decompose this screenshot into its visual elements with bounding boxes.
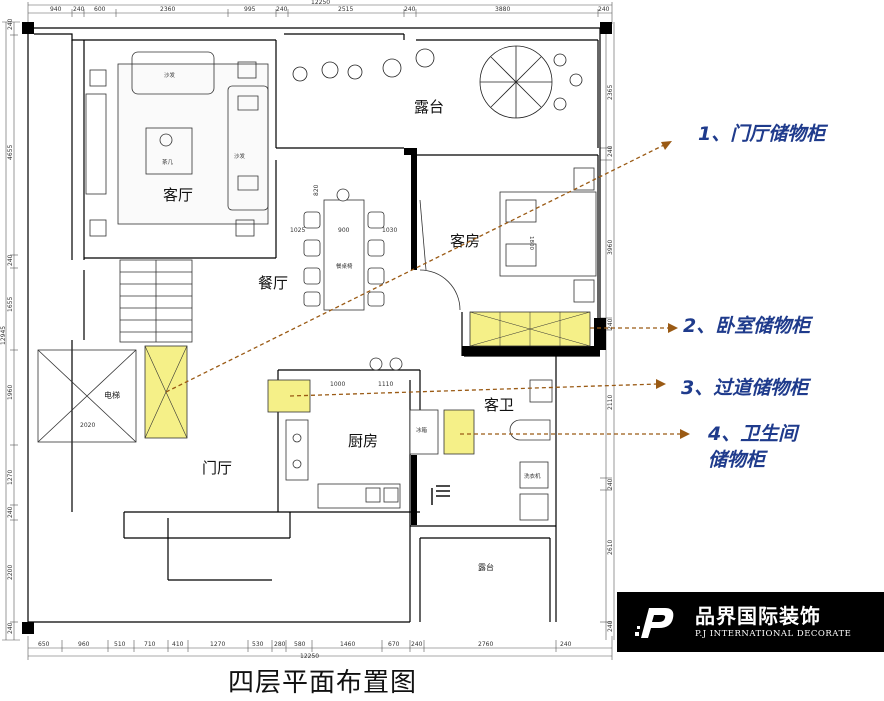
- terrace-decor: [292, 45, 583, 119]
- elevator: [37, 349, 137, 443]
- dim-dining-1: 900: [338, 227, 350, 234]
- stairs: [119, 259, 193, 343]
- dim-bottom-8: 580: [294, 641, 306, 648]
- dim-top-3: 2360: [160, 6, 175, 13]
- dim-right-7: 240: [607, 620, 614, 632]
- dim-bottom-4: 410: [172, 641, 184, 648]
- dim-top-4: 995: [244, 6, 256, 13]
- room-terrace-top: 露台: [414, 98, 444, 116]
- dim-dining-h: 820: [313, 184, 320, 196]
- arrowheads: [656, 141, 690, 439]
- dim-left-total: 12945: [0, 326, 7, 345]
- dim-bottom-5: 1270: [210, 641, 225, 648]
- guest-room-bed: [419, 167, 597, 303]
- room-living: 客厅: [163, 186, 193, 204]
- dim-top-6: 2515: [338, 6, 353, 13]
- annotation-bathroom-storage: 4、卫生间: [708, 423, 798, 445]
- label-fridge: 冰箱: [416, 426, 428, 434]
- dim-top-9: 240: [598, 6, 610, 13]
- dining-furniture: [303, 188, 385, 311]
- annotation-bathroom-storage-line2: 储物柜: [708, 449, 766, 471]
- dim-dining-2: 1030: [382, 227, 397, 234]
- dim-left-3: 1655: [7, 297, 14, 312]
- dim-top-7: 240: [404, 6, 416, 13]
- logo-subtitle: P.J INTERNATIONAL DECORATE: [695, 629, 852, 639]
- left-dimensions: [2, 21, 20, 641]
- annotation-corridor-storage: 3、过道储物柜: [681, 377, 809, 399]
- company-logo: 品界国际装饰 P.J INTERNATIONAL DECORATE: [617, 592, 884, 652]
- dim-left-4: 1960: [7, 385, 14, 400]
- room-guest-bath: 客卫: [484, 396, 514, 414]
- dim-top-8: 3880: [495, 6, 510, 13]
- dim-bottom-11: 240: [411, 641, 423, 648]
- dim-right-0: 2365: [607, 85, 614, 100]
- dim-bottom-7: 280: [274, 641, 286, 648]
- dim-bottom-total: 12250: [300, 653, 319, 660]
- dim-left-7: 2200: [7, 565, 14, 580]
- dim-bottom-1: 960: [78, 641, 90, 648]
- dim-kitchen-0: 1000: [330, 381, 345, 388]
- label-sofa-side: 沙发: [234, 152, 246, 160]
- dim-right-2: 3960: [607, 240, 614, 255]
- door-swing: [419, 269, 461, 311]
- label-dining-table: 餐桌椅: [336, 262, 353, 270]
- structural-columns: [22, 22, 612, 634]
- dim-bottom-13: 240: [560, 641, 572, 648]
- room-kitchen: 厨房: [348, 432, 378, 450]
- dim-top-1: 240: [73, 6, 85, 13]
- room-terrace-bottom: 露台: [478, 562, 494, 572]
- storage-bedroom: [469, 311, 591, 347]
- storage-bathroom: [443, 409, 475, 455]
- room-dining: 餐厅: [258, 274, 288, 292]
- kitchen-furniture: [285, 357, 439, 509]
- label-washer: 洗衣机: [524, 472, 541, 480]
- room-elevator: 电梯: [104, 390, 120, 400]
- bathroom-fixtures: [509, 379, 553, 521]
- dim-bottom-10: 670: [388, 641, 400, 648]
- annotation-foyer-storage: 1、门厅储物柜: [698, 123, 826, 145]
- dim-left-0: 240: [7, 18, 14, 30]
- dim-left-2: 240: [7, 254, 14, 266]
- bottom-dimensions: [27, 636, 613, 660]
- dim-kitchen-1: 1110: [378, 381, 393, 388]
- dim-left-5: 1270: [7, 470, 14, 485]
- dim-top-2: 600: [94, 6, 106, 13]
- top-dimensions: [27, 2, 613, 24]
- dim-top-0: 940: [50, 6, 62, 13]
- dim-top-total: 12250: [311, 0, 330, 6]
- dim-bottom-2: 510: [114, 641, 126, 648]
- floor-drain: [431, 485, 450, 505]
- dim-bottom-0: 650: [38, 641, 50, 648]
- label-sofa-top: 沙发: [164, 71, 176, 79]
- dim-bottom-6: 530: [252, 641, 264, 648]
- logo-p-icon: [635, 608, 674, 638]
- living-room-furniture: [85, 51, 269, 237]
- dim-right-4: 2110: [607, 395, 614, 410]
- dim-left-1: 4655: [7, 145, 14, 160]
- logo-name: 品界国际装饰: [695, 604, 821, 628]
- dim-bottom-9: 1460: [340, 641, 355, 648]
- room-foyer: 门厅: [202, 459, 232, 477]
- dim-dining-0: 1025: [290, 227, 305, 234]
- dim-bottom-12: 2760: [478, 641, 493, 648]
- dim-right-1: 240: [607, 145, 614, 157]
- dim-left-6: 240: [7, 506, 14, 518]
- leader-lines: [165, 144, 682, 435]
- room-guest: 客房: [450, 232, 480, 250]
- plan-caption: 四层平面布置图: [228, 668, 418, 698]
- label-tea-table: 茶几: [162, 158, 174, 166]
- dim-left-8: 240: [7, 622, 14, 634]
- storage-corridor: [267, 379, 311, 413]
- dim-right-3: 240: [607, 318, 614, 330]
- dim-elevator: 2020: [80, 422, 95, 429]
- label-bed: 1800: [528, 236, 534, 250]
- dim-top-5: 240: [276, 6, 288, 13]
- dim-right-5: 240: [607, 478, 614, 490]
- dim-right-6: 2610: [607, 540, 614, 555]
- dim-bottom-3: 710: [144, 641, 156, 648]
- annotation-bedroom-storage: 2、卧室储物柜: [683, 315, 811, 337]
